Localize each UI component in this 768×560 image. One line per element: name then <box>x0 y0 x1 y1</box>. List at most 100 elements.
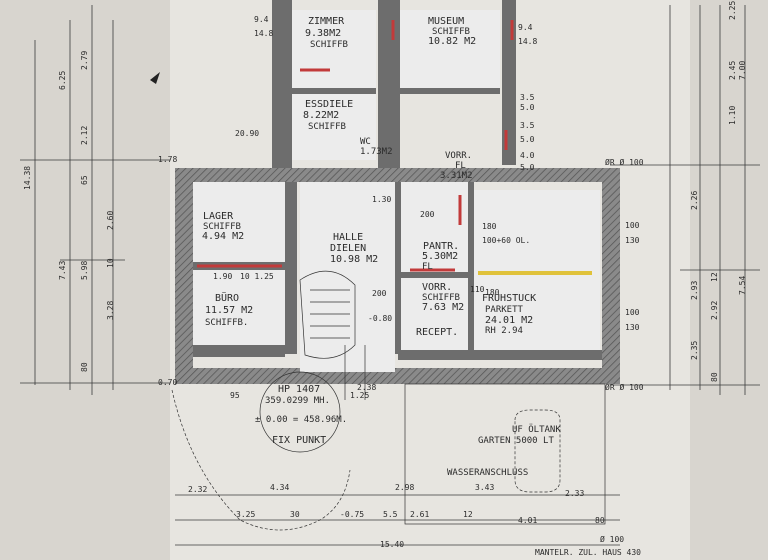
misc-dim-18: 95 <box>230 391 240 400</box>
misc-dim-31: 80 <box>595 516 605 525</box>
misc-dim-9: 5.0 <box>520 163 535 172</box>
oeltank-garden-label: GARTEN 5000 LT <box>478 436 554 446</box>
misc-dim-37: -0.75 <box>340 510 364 519</box>
room-name-buero: BÜRO <box>215 291 239 304</box>
color-markings <box>197 20 592 275</box>
room-name-fruehstueck: FRUHSTUCK <box>482 293 536 304</box>
misc-dim-21: 4.34 <box>270 483 289 492</box>
misc-dim-27: 5.5 <box>383 510 398 519</box>
annotations: HP 1407 359.0299 MH. ± 0.00 = 458.96M. F… <box>255 157 644 557</box>
misc-dim-20: 2.32 <box>188 485 207 494</box>
fixpunkt-value: ± 0.00 = 458.96M. <box>255 415 347 425</box>
room-area-museum: 10.82 M2 <box>428 36 476 47</box>
misc-dim-34: 0.70 <box>158 378 177 387</box>
misc-dim-32: 15.40 <box>380 540 404 549</box>
misc-dim-11: 130 <box>625 236 640 245</box>
misc-dim-16: 1.90 <box>213 272 232 281</box>
misc-dim-19: 1.25 <box>350 391 369 400</box>
left-dim-1: 6.25 <box>58 71 67 90</box>
misc-dim-6: 3.5 <box>520 121 535 130</box>
hp-value: 359.0299 MH. <box>265 396 330 406</box>
misc-dim-15: 100+60 OL. <box>482 236 530 245</box>
wasser-label: WASSERANSCHLUSS <box>447 468 528 478</box>
room-name-wc: WC <box>360 137 371 147</box>
left-dim-4: 3.28 <box>106 301 115 320</box>
misc-dim-33: 1.78 <box>158 155 177 164</box>
mantel-label: MANTELR. ZUL. HAUS 430 <box>535 548 641 557</box>
room-area-halle: 10.98 M2 <box>330 254 378 265</box>
misc-dim-24: 2.33 <box>565 489 584 498</box>
room-floor-fruehstueck: PARKETT <box>485 305 524 315</box>
room-name-vorr-top: VORR. <box>445 151 472 161</box>
left-dim-5: 2.79 <box>80 51 89 70</box>
misc-dim-1: 14.8 <box>254 29 273 38</box>
misc-dim-13: 130 <box>625 323 640 332</box>
room-area-vorr-top: 3.31M2 <box>440 171 473 181</box>
room-area-wc: 1.73M2 <box>360 147 393 157</box>
oeltank-label: UF ÖLTANK <box>512 424 561 435</box>
misc-dim-39: 110 <box>470 285 485 294</box>
misc-dim-40: 200 <box>372 289 387 298</box>
misc-dim-42: 180 <box>485 288 500 297</box>
misc-dim-8: 4.0 <box>520 151 535 160</box>
room-floor-essdiele: SCHIFFB <box>308 122 346 132</box>
right-dim-8: 7.54 <box>738 276 747 295</box>
hp-label: HP 1407 <box>278 384 320 395</box>
room-floor-buero: SCHIFFB. <box>205 318 248 328</box>
room-name-recept: RECEPT. <box>416 327 458 338</box>
right-dim-9: 80 <box>710 372 719 382</box>
room-name2-halle: DIELEN <box>330 243 366 254</box>
staircase <box>299 270 366 400</box>
misc-dim-38: 20.90 <box>235 129 259 138</box>
room-floor-vorr: SCHIFFB <box>422 293 460 303</box>
misc-dim-4: 3.5 <box>520 93 535 102</box>
room-name-essdiele: ESSDIELE <box>305 99 353 110</box>
right-dim-4: 2.93 <box>690 281 699 300</box>
misc-dim-22: 2.98 <box>395 483 414 492</box>
right-dim-6: 2.92 <box>710 301 719 320</box>
misc-dim-17: 10 1.25 <box>240 272 274 281</box>
misc-dim-7: 5.0 <box>520 135 535 144</box>
room-area-buero: 11.57 M2 <box>205 305 253 316</box>
misc-dim-25: 3.25 <box>236 510 255 519</box>
misc-dim-35: 1.30 <box>372 195 391 204</box>
room-area-pantr: 5.30M2 <box>422 251 458 262</box>
misc-dim-26: 30 <box>290 510 300 519</box>
left-dim-9: 10 <box>106 258 115 268</box>
room-floor-pantr: FL <box>422 262 433 272</box>
misc-dim-3: 14.8 <box>518 37 537 46</box>
misc-dim-29: 12 <box>463 510 473 519</box>
misc-dim-12: 100 <box>625 308 640 317</box>
left-dim-10: 80 <box>80 362 89 372</box>
misc-dim-5: 5.0 <box>520 103 535 112</box>
room-name-museum: MUSEUM <box>428 16 464 27</box>
misc-dim-0: 9.4 <box>254 15 269 24</box>
room-labels: ZIMMER 9.38M2 SCHIFFB MUSEUM 10.82 M2 SC… <box>202 16 536 338</box>
right-dimension-lines <box>610 5 760 395</box>
left-dim-6: 2.12 <box>80 126 89 145</box>
misc-dim-23: 3.43 <box>475 483 494 492</box>
right-dim-3: 2.26 <box>690 191 699 210</box>
misc-dim-41: 2.38 <box>357 383 376 392</box>
room-floor-lager: SCHIFFB <box>203 222 241 232</box>
right-dim-2: 1.10 <box>728 106 737 125</box>
right-dim-1: 2.45 <box>728 61 737 80</box>
room-floor-zimmer: SCHIFFB <box>310 40 348 50</box>
room-name-lager: LAGER <box>203 211 234 222</box>
room-area-fruehstueck: 24.01 M2 <box>485 315 533 326</box>
room-area-essdiele: 8.22M2 <box>303 110 339 121</box>
room-name-vorr: VORR. <box>422 282 452 293</box>
garden-area <box>150 72 620 546</box>
misc-dim-28: 2.61 <box>410 510 429 519</box>
right-dim-10: 12 <box>710 272 719 282</box>
right-dim-7: 7.00 <box>738 61 747 80</box>
room-name-halle: HALLE <box>333 232 363 243</box>
left-dim-7: 65 <box>80 175 89 185</box>
room-area-zimmer: 9.38M2 <box>305 28 341 39</box>
pipe-label-top: ØR Ø 100 <box>605 157 644 167</box>
misc-dim-2: 9.4 <box>518 23 533 32</box>
right-dim-0: 2.25 <box>728 1 737 20</box>
misc-dim-14: 180 <box>482 222 497 231</box>
misc-dim-43: 200 <box>420 210 435 219</box>
